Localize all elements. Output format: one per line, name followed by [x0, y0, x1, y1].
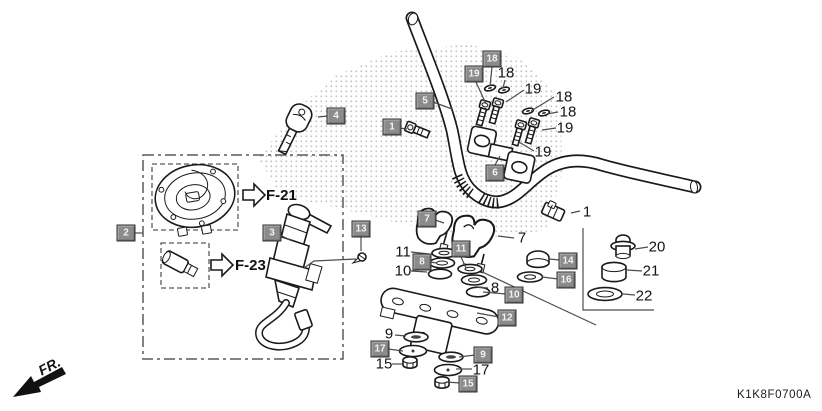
- fr-direction-arrow-icon: [13, 367, 66, 397]
- fuel-filler-cap: [154, 163, 236, 237]
- part-callout-18: 18: [559, 103, 577, 121]
- knurl-band-left: [451, 173, 475, 199]
- part-callout-19[interactable]: 19: [464, 65, 484, 83]
- lower-washer-stacks: [398, 331, 464, 390]
- part-callout-22: 22: [635, 287, 653, 305]
- knurl-band-right: [477, 193, 500, 209]
- part-callout-2[interactable]: 2: [116, 224, 136, 242]
- part-callout-5[interactable]: 5: [415, 92, 435, 110]
- part-callout-18[interactable]: 18: [482, 50, 502, 68]
- part-callout-6[interactable]: 6: [485, 164, 505, 182]
- part-callout-3[interactable]: 3: [262, 224, 282, 242]
- part-callout-1[interactable]: 1: [382, 118, 402, 136]
- part-callout-4[interactable]: 4: [326, 107, 346, 125]
- part-callout-11: 11: [395, 243, 411, 261]
- part-callout-20: 20: [648, 238, 666, 256]
- part-callout-21: 21: [642, 262, 660, 280]
- clamp-bolt-item1: [403, 120, 431, 139]
- f23-arrow-icon: [210, 252, 235, 278]
- handlebar-lower-holder: [466, 125, 536, 184]
- group-bracket-line: [582, 228, 654, 311]
- part-callout-11[interactable]: 11: [451, 240, 471, 258]
- bracket-screw-13: [351, 252, 367, 265]
- part-callout-15[interactable]: 15: [458, 375, 478, 393]
- clamp-piece-item1: [540, 200, 566, 222]
- f21-arrow-icon: [242, 182, 267, 208]
- part-callout-9: 9: [384, 325, 394, 343]
- handlebar-pipe: [405, 11, 702, 209]
- inset-box-f23: [160, 242, 210, 289]
- steering-stem-nut-group: [587, 234, 636, 302]
- part-callout-1: 1: [582, 203, 592, 221]
- part-callout-13[interactable]: 13: [351, 220, 371, 238]
- diagram-part-code: K1K8F0700A: [737, 389, 812, 401]
- part-callout-8: 8: [490, 279, 500, 297]
- ref-link-f21[interactable]: F-21: [266, 187, 297, 204]
- part-callout-19: 19: [524, 80, 542, 98]
- part-callout-14[interactable]: 14: [558, 252, 578, 270]
- part-callout-19: 19: [534, 143, 552, 161]
- stem-axis-line: [462, 262, 597, 326]
- part-callout-10: 10: [394, 262, 412, 280]
- part-callout-17[interactable]: 17: [370, 340, 390, 358]
- part-callout-12[interactable]: 12: [497, 309, 517, 327]
- part-callout-15: 15: [375, 355, 393, 373]
- handlebar-bridge: [379, 287, 500, 355]
- part-callout-9[interactable]: 9: [473, 346, 493, 364]
- part-callout-18: 18: [497, 64, 515, 82]
- part-callout-19: 19: [556, 119, 574, 137]
- group-box-item2: [142, 154, 344, 360]
- stipple-shading: [258, 44, 562, 240]
- lock-cylinder: [161, 250, 199, 278]
- ref-link-f23[interactable]: F-23: [235, 257, 266, 274]
- ignition-switch: [254, 203, 333, 351]
- part-callout-16[interactable]: 16: [556, 271, 576, 289]
- stem-cap-and-washer: [516, 250, 550, 283]
- part-callout-8[interactable]: 8: [412, 253, 432, 271]
- part-callout-17: 17: [472, 361, 490, 379]
- part-callout-7[interactable]: 7: [417, 210, 437, 228]
- part-callout-7: 7: [517, 229, 527, 247]
- part-callout-18: 18: [555, 88, 573, 106]
- part-callout-10[interactable]: 10: [504, 286, 524, 304]
- key-blank: [277, 103, 313, 156]
